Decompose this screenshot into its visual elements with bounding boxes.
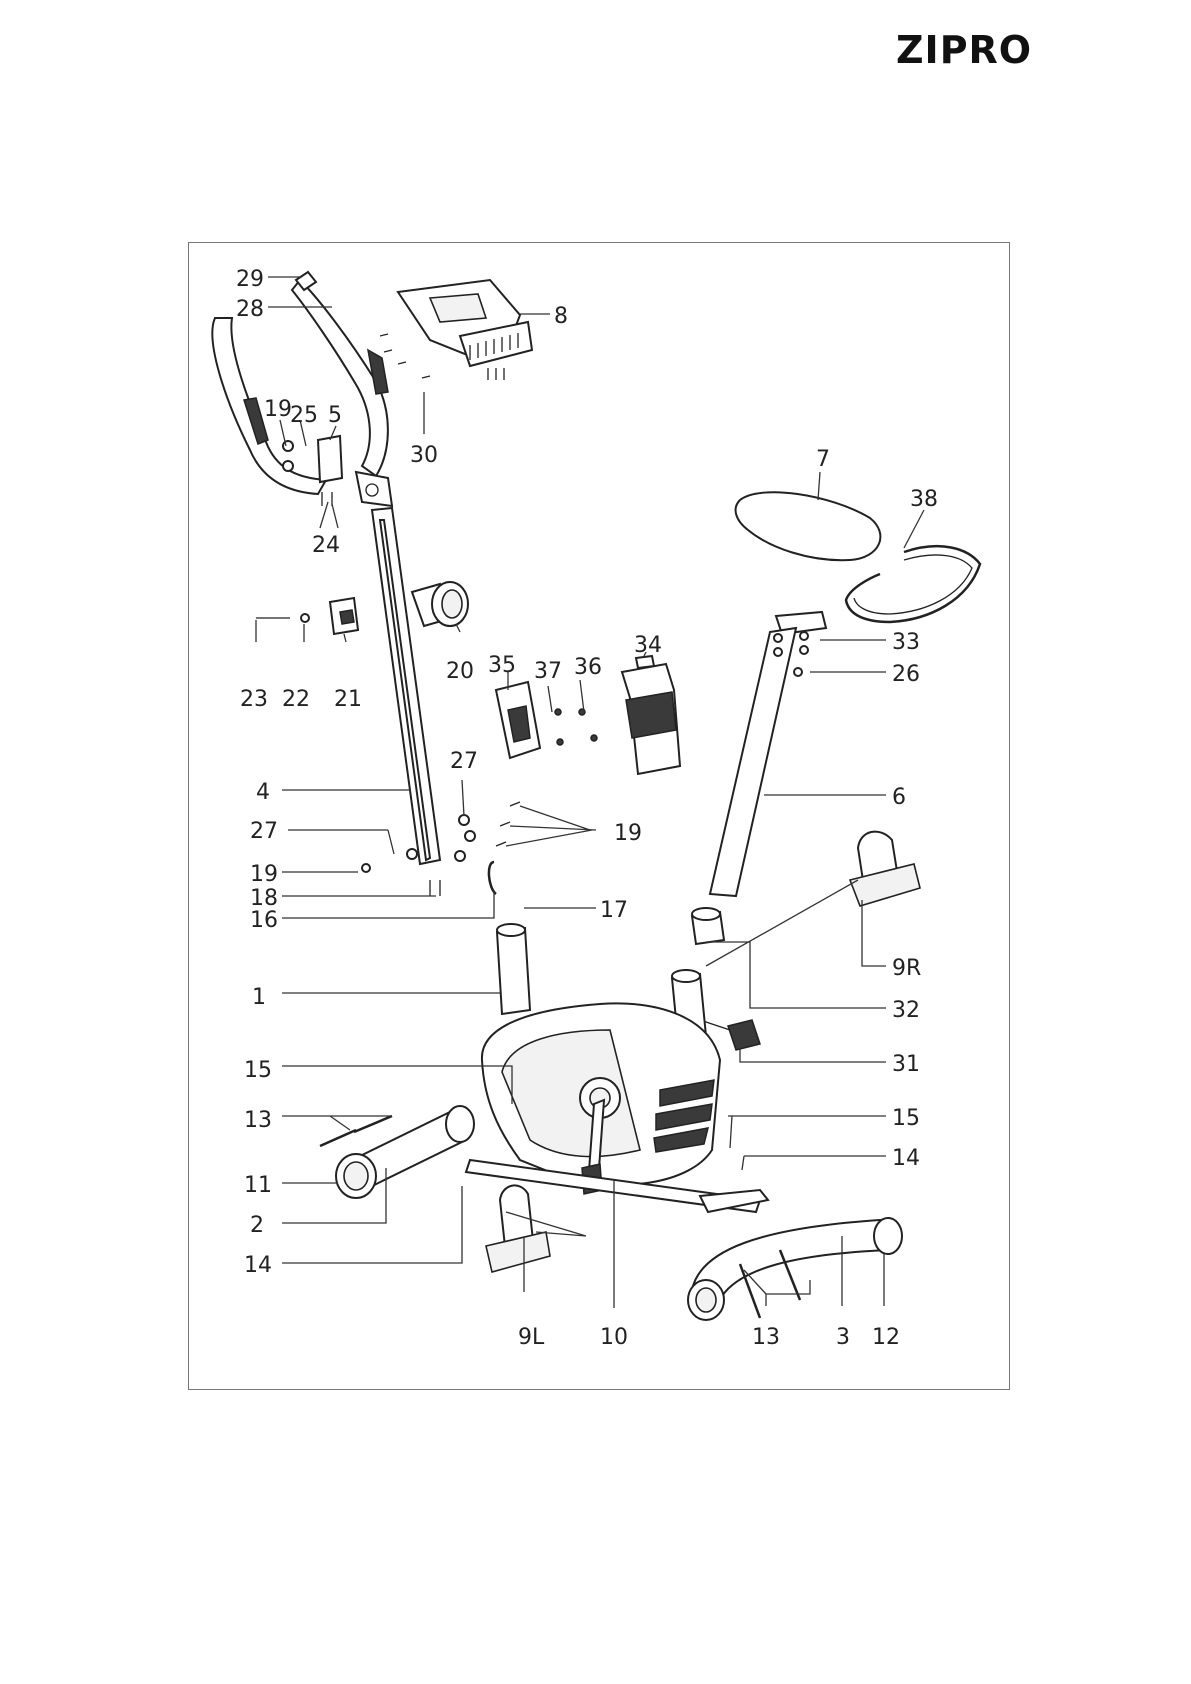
label-11: 11 bbox=[244, 1173, 272, 1198]
console bbox=[398, 280, 532, 366]
seat bbox=[736, 492, 881, 634]
bracket-21 bbox=[330, 598, 358, 634]
label-23: 23 bbox=[240, 687, 268, 712]
label-1: 1 bbox=[252, 985, 266, 1010]
rear-stabilizer bbox=[688, 1218, 902, 1320]
label-36: 36 bbox=[574, 655, 602, 680]
washer-22 bbox=[301, 614, 309, 622]
seat-post bbox=[710, 628, 796, 896]
label-5: 5 bbox=[328, 403, 342, 428]
label-9R: 9R bbox=[892, 956, 921, 981]
pedal-left bbox=[486, 1185, 550, 1272]
label-26: 26 bbox=[892, 662, 920, 687]
seat-tube-sleeve bbox=[692, 908, 724, 944]
label-16: 16 bbox=[250, 908, 278, 933]
front-stabilizer bbox=[336, 1106, 474, 1198]
label-6: 6 bbox=[892, 785, 906, 810]
label-3: 3 bbox=[836, 1325, 850, 1350]
label-19-left: 19 bbox=[250, 862, 278, 887]
label-21: 21 bbox=[334, 687, 362, 712]
label-19-right: 19 bbox=[614, 821, 642, 846]
label-8: 8 bbox=[554, 304, 568, 329]
label-30: 30 bbox=[410, 443, 438, 468]
label-15-left: 15 bbox=[244, 1058, 272, 1083]
seat-rack bbox=[846, 546, 980, 622]
handlebar-post bbox=[372, 508, 440, 864]
label-9L: 9L bbox=[518, 1325, 545, 1350]
label-17: 17 bbox=[600, 898, 628, 923]
label-33: 33 bbox=[892, 630, 920, 655]
label-20: 20 bbox=[446, 659, 474, 684]
label-24: 24 bbox=[312, 533, 340, 558]
label-14-left: 14 bbox=[244, 1253, 272, 1278]
pedal-right bbox=[850, 832, 920, 906]
label-14-right: 14 bbox=[892, 1146, 920, 1171]
label-32: 32 bbox=[892, 998, 920, 1023]
label-2: 2 bbox=[250, 1213, 264, 1238]
label-27-top: 27 bbox=[450, 749, 478, 774]
label-13-left: 13 bbox=[244, 1108, 272, 1133]
label-12: 12 bbox=[872, 1325, 900, 1350]
label-27-left: 27 bbox=[250, 819, 278, 844]
label-10: 10 bbox=[600, 1325, 628, 1350]
label-19: 19 bbox=[264, 397, 292, 422]
tension-knob-20 bbox=[412, 582, 468, 626]
label-22: 22 bbox=[282, 687, 310, 712]
label-13-bottom: 13 bbox=[752, 1325, 780, 1350]
stabilizer-bolts-13 bbox=[320, 1116, 392, 1146]
label-38: 38 bbox=[910, 487, 938, 512]
label-29: 29 bbox=[236, 267, 264, 292]
label-25: 25 bbox=[290, 403, 318, 428]
label-7: 7 bbox=[816, 447, 830, 472]
label-31: 31 bbox=[892, 1052, 920, 1077]
label-28: 28 bbox=[236, 297, 264, 322]
label-37: 37 bbox=[534, 659, 562, 684]
label-4: 4 bbox=[256, 780, 270, 805]
label-15-right: 15 bbox=[892, 1106, 920, 1131]
label-35: 35 bbox=[488, 653, 516, 678]
label-34: 34 bbox=[634, 633, 662, 658]
water-bottle bbox=[622, 656, 680, 774]
